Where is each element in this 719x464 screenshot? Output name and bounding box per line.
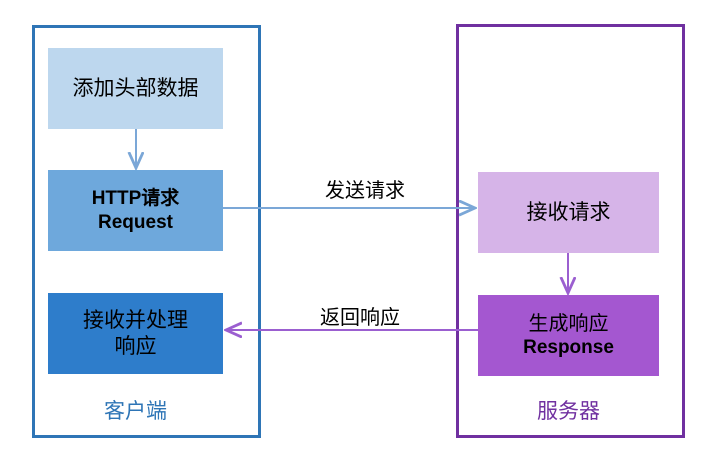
box-http-request-line2: Request bbox=[98, 211, 173, 233]
client-container bbox=[32, 25, 261, 438]
box-generate-response-line1: 生成响应 bbox=[528, 312, 609, 335]
server-container bbox=[456, 24, 685, 438]
flow-label-send-request: 发送请求 bbox=[325, 180, 405, 202]
server-role-label: 服务器 bbox=[537, 400, 600, 423]
box-receive-request[interactable]: 接收请求 bbox=[478, 172, 659, 253]
box-http-request-line1: HTTP请求 bbox=[91, 188, 180, 210]
box-http-request[interactable]: HTTP请求 Request bbox=[48, 170, 223, 251]
box-generate-response[interactable]: 生成响应 Response bbox=[478, 295, 659, 376]
box-add-header-data-line1: 添加头部数据 bbox=[72, 76, 199, 100]
flow-label-return-response: 返回响应 bbox=[320, 307, 400, 329]
box-receive-and-process-response-line2: 响应 bbox=[114, 334, 157, 358]
box-receive-and-process-response[interactable]: 接收并处理 响应 bbox=[48, 293, 223, 374]
box-receive-and-process-response-line1: 接收并处理 bbox=[83, 308, 188, 332]
box-generate-response-line2: Response bbox=[523, 337, 614, 359]
client-role-label: 客户端 bbox=[104, 400, 167, 423]
box-add-header-data[interactable]: 添加头部数据 bbox=[48, 48, 223, 129]
box-receive-request-line1: 接收请求 bbox=[526, 200, 611, 224]
